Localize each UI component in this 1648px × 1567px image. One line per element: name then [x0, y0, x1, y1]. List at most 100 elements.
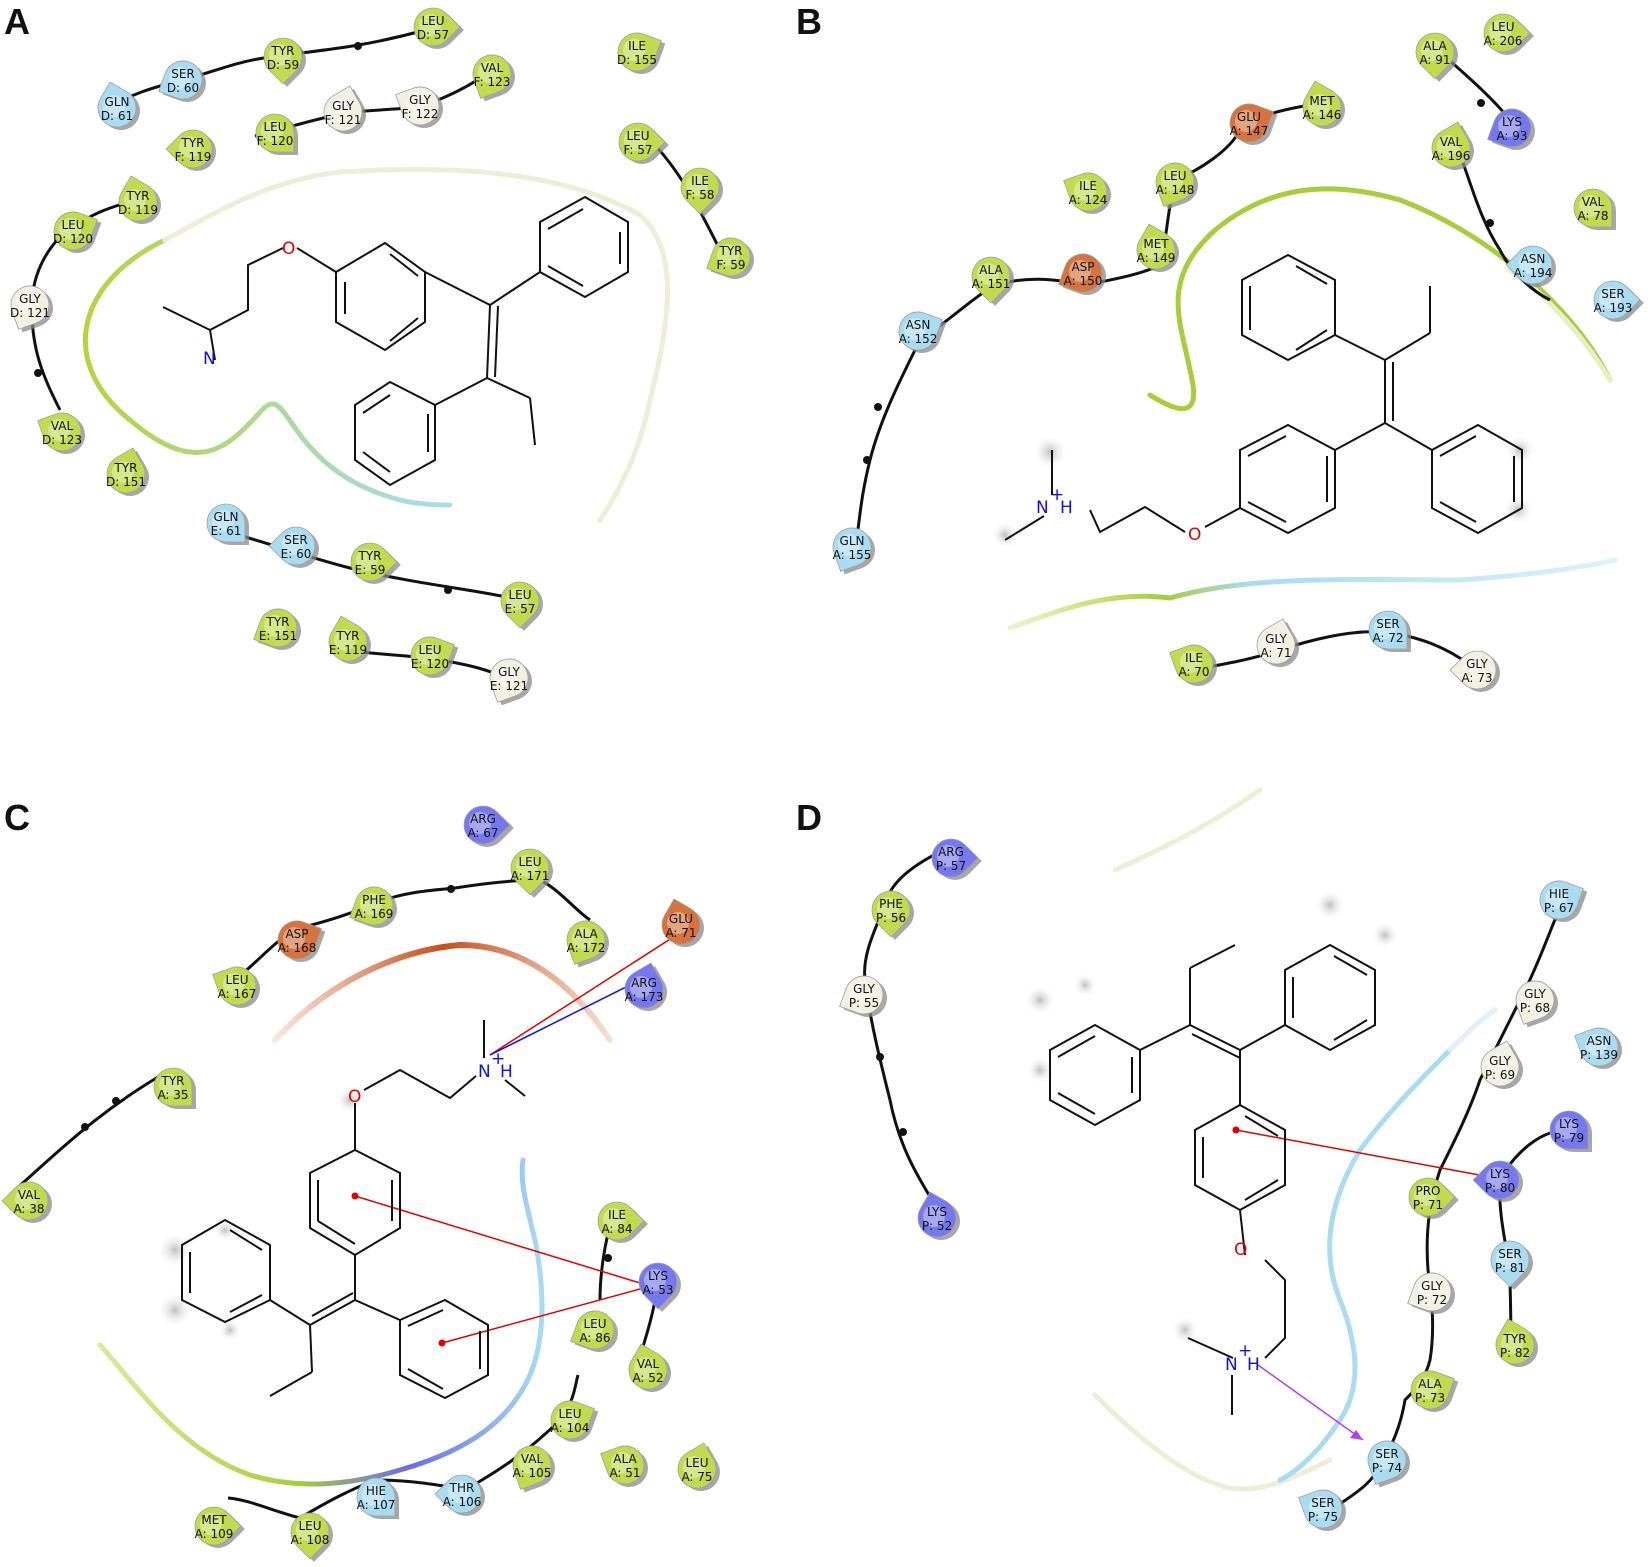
residue-name-label: TYR: [336, 629, 360, 643]
residue-highlight: [112, 461, 134, 483]
residue-body: [617, 32, 662, 72]
residue-highlight: [261, 120, 283, 142]
residue-number-label: A: 206: [1484, 34, 1523, 48]
residue-number-label: A: 84: [601, 1222, 632, 1236]
residue-body: [165, 129, 213, 169]
residue-name-label: LYS: [1502, 115, 1522, 129]
residue-body: [1407, 1272, 1452, 1312]
residue-body: [489, 658, 529, 703]
residue-name-label: ASN: [1587, 1034, 1612, 1048]
residue-number-label: F: 59: [716, 258, 745, 272]
residue-name-label: LEU: [298, 1519, 321, 1533]
residue-number-label: A: 86: [579, 1331, 610, 1345]
residue-name-label: VAL: [51, 419, 74, 433]
residue-number-label: A: 70: [1178, 665, 1209, 679]
residue-number-label: P: 80: [1485, 1181, 1515, 1195]
residue-name-label: LEU: [626, 129, 649, 143]
residue-name-label: ASP: [285, 927, 308, 941]
residue-number-label: F: 123: [474, 75, 511, 89]
residue-number-label: A: 150: [1064, 274, 1103, 288]
residue-name-label: GLY: [19, 292, 41, 306]
residue-body: [1480, 1040, 1520, 1087]
residue-number-label: D: 57: [417, 28, 449, 42]
residue-number-label: E: 151: [259, 629, 297, 643]
residue-number-label: E: 57: [505, 602, 536, 616]
residue-number-label: P: 82: [1500, 1346, 1530, 1360]
residue-number-label: E: 61: [211, 524, 242, 538]
residue-number-label: F: 121: [325, 113, 362, 127]
residue-body: [638, 1262, 678, 1310]
atom-charge-b: +: [1050, 485, 1064, 505]
residue-body: [323, 85, 363, 132]
residue-highlight: [1142, 237, 1164, 259]
residue-highlight: [223, 973, 245, 995]
residue-highlight: [623, 39, 645, 61]
panel-label-a: A: [4, 1, 30, 42]
residue-number-label: A: 106: [443, 1495, 482, 1509]
residue-body: [1229, 103, 1274, 143]
residue-highlight: [15, 1188, 37, 1210]
residue-highlight: [1437, 135, 1459, 157]
residue-name-label: SER: [1375, 1447, 1399, 1461]
residue-name-label: LEU: [558, 1407, 581, 1421]
residue-name-label: ALA: [979, 263, 1003, 277]
residue-number-label: A: 67: [467, 826, 498, 840]
residue-highlight: [1418, 1279, 1440, 1301]
residue-body: [618, 122, 666, 162]
residue-name-label: VAL: [521, 1452, 544, 1466]
atom-charge-d: +: [1238, 1341, 1252, 1361]
residue-body: [434, 1474, 482, 1514]
residue-body: [570, 1310, 615, 1350]
residue-name-label: SER: [1311, 1496, 1335, 1510]
ligand-d: [1024, 889, 1399, 1415]
residue-name-label: GLN: [105, 95, 130, 109]
residue-number-label: A: 75: [681, 1470, 712, 1484]
residue-highlight: [1521, 987, 1543, 1009]
residue-body: [917, 1191, 957, 1238]
residue-body: [512, 1445, 552, 1490]
residue-name-label: GLY: [332, 99, 354, 113]
residue-number-label: A: 71: [665, 926, 696, 940]
panel-label-b: B: [796, 1, 822, 42]
backbone-chains-d: [863, 843, 1564, 1522]
residue-number-label: A: 108: [291, 1533, 330, 1547]
residue-body: [600, 1445, 645, 1485]
residue-number-label: D: 61: [101, 109, 133, 123]
residue-body: [1472, 1160, 1520, 1200]
residue-body: [1487, 108, 1532, 148]
residue-number-label: A: 147: [1230, 124, 1269, 138]
residue-highlight: [1180, 651, 1202, 673]
residue-number-label: A: 73: [1461, 671, 1492, 685]
residue-body: [253, 608, 298, 648]
residue-highlight: [478, 61, 500, 83]
residue-name-label: PHE: [362, 893, 386, 907]
residue-highlight: [581, 1317, 603, 1339]
residue-body: [1298, 1489, 1343, 1529]
residue-name-label: ASN: [1521, 252, 1546, 266]
residue-number-label: A: 172: [567, 941, 606, 955]
residue-number-label: A: 51: [609, 1466, 640, 1480]
residue-name-label: TYR: [719, 244, 743, 258]
residue-highlight: [169, 67, 191, 89]
residue-highlight: [200, 1513, 222, 1535]
residue-name-label: ALA: [1423, 39, 1447, 53]
residue-body: [832, 527, 872, 572]
residue-highlight: [850, 982, 872, 1004]
residue-number-label: A: 78: [1577, 209, 1608, 223]
